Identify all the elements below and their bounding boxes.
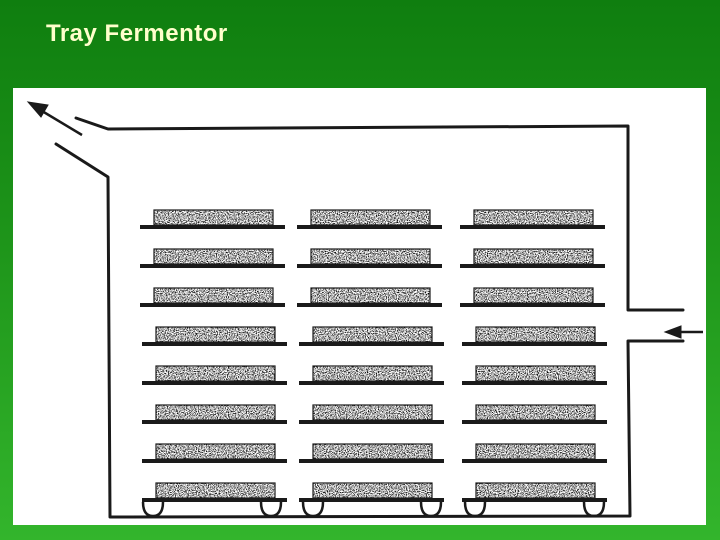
tray-shelf: [299, 342, 444, 346]
slide-title: Tray Fermentor: [46, 20, 228, 47]
support-foot: [463, 501, 487, 518]
support-foot: [259, 501, 283, 518]
substrate-bed: [153, 287, 274, 304]
tray-shelf: [462, 381, 607, 385]
tray-shelf: [142, 498, 287, 502]
substrate-bed: [155, 326, 276, 343]
tray-rack-group: [140, 209, 607, 502]
tray-shelf: [142, 381, 287, 385]
air-outlet-arrow-icon: [26, 101, 83, 137]
tray-shelf: [299, 420, 444, 424]
substrate-bed: [310, 287, 431, 304]
tray-shelf: [140, 303, 285, 307]
tray-shelf: [297, 225, 442, 229]
support-foot: [582, 501, 606, 518]
tray-shelf: [299, 459, 444, 463]
substrate-bed: [312, 443, 433, 460]
tray-shelf: [297, 303, 442, 307]
substrate-bed: [153, 248, 274, 265]
chamber-wall: [54, 116, 685, 519]
substrate-bed: [312, 326, 433, 343]
tray-shelf: [299, 498, 444, 502]
tray-shelf: [142, 420, 287, 424]
tray-shelf: [299, 381, 444, 385]
tray-fermentor-diagram: [26, 101, 703, 519]
substrate-bed: [475, 482, 596, 499]
support-feet: [141, 501, 606, 518]
tray-shelf: [460, 225, 605, 229]
substrate-bed: [312, 482, 433, 499]
support-foot: [301, 501, 325, 518]
substrate-bed: [155, 482, 276, 499]
tray-shelf: [140, 225, 285, 229]
substrate-bed: [155, 365, 276, 382]
substrate-bed: [312, 404, 433, 421]
substrate-bed: [473, 248, 594, 265]
tray-shelf: [462, 420, 607, 424]
substrate-bed: [310, 209, 431, 226]
substrate-bed: [312, 365, 433, 382]
tray-shelf: [462, 459, 607, 463]
substrate-bed: [475, 404, 596, 421]
substrate-bed: [475, 326, 596, 343]
substrate-bed: [155, 443, 276, 460]
tray-shelf: [462, 498, 607, 502]
air-inlet-arrow-icon: [663, 325, 703, 339]
substrate-bed: [475, 443, 596, 460]
support-foot: [419, 501, 443, 518]
substrate-bed: [153, 209, 274, 226]
substrate-bed: [473, 287, 594, 304]
tray-shelf: [142, 459, 287, 463]
substrate-bed: [310, 248, 431, 265]
tray-shelf: [460, 303, 605, 307]
tray-shelf: [297, 264, 442, 268]
diagram-panel: [13, 88, 706, 525]
substrate-bed: [155, 404, 276, 421]
tray-shelf: [460, 264, 605, 268]
tray-shelf: [140, 264, 285, 268]
substrate-bed: [473, 209, 594, 226]
tray-shelf: [462, 342, 607, 346]
support-foot: [141, 501, 165, 518]
substrate-bed: [475, 365, 596, 382]
tray-shelf: [142, 342, 287, 346]
